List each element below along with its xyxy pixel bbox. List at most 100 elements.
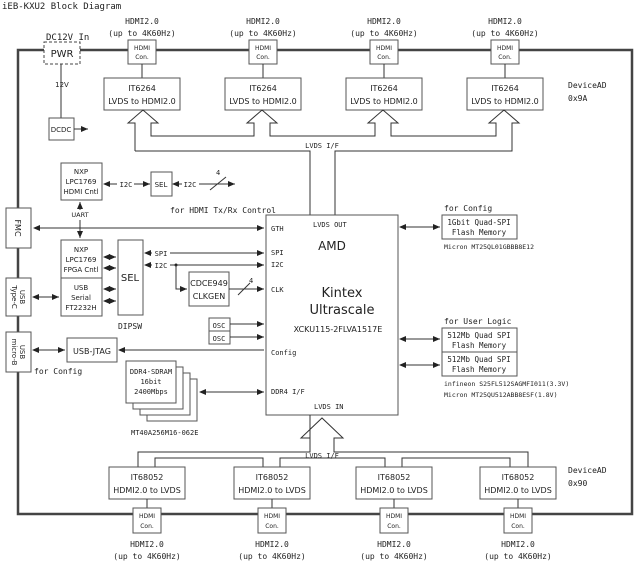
i2c-label-3: I2C	[155, 262, 168, 270]
tx-chip-name: IT6264	[491, 84, 519, 93]
mcu-fpga-box	[60, 239, 103, 279]
lvds-bus-bottom	[137, 415, 529, 469]
rx-chip-desc: HDMI2.0 to LVDS	[484, 486, 552, 495]
usb-serial-box	[60, 277, 103, 317]
pwr-label: PWR	[51, 49, 74, 60]
flash-user-part-1: infineon S25FL512SAGMFI011(3.3V)	[444, 380, 569, 388]
usb-micro-label-2: micro-B	[10, 339, 18, 366]
sel-dipsw-label: SEL	[121, 273, 140, 284]
lvds-bus-top	[126, 109, 521, 216]
rx-hdmi-title: HDMI2.0	[255, 540, 289, 549]
mcu-fpga-line: LPC1769	[66, 256, 97, 264]
rx-chip-box	[355, 466, 433, 500]
clkgen-line: CDCE949	[190, 279, 228, 288]
flash-user-1-line: Flash Memory	[452, 341, 507, 350]
tx-hdmi-title: HDMI2.0	[367, 17, 401, 26]
port-i2c: I2C	[271, 261, 284, 269]
rx-chip-name: IT68052	[378, 473, 411, 482]
rx-device-ad: DeviceAD	[568, 466, 607, 475]
tx-chip-box	[345, 77, 423, 111]
usb-micro-b-connector[interactable]	[5, 331, 32, 373]
tx-hdmi-title: HDMI2.0	[125, 17, 159, 26]
rx-chip-name: IT68052	[502, 473, 535, 482]
rx-hdmi-con-label: Con.	[140, 523, 154, 530]
port-lvds-in: LVDS IN	[314, 403, 344, 411]
flash-config-box	[441, 214, 518, 240]
tx-hdmi-con-label: HDMI	[376, 45, 392, 52]
flash-user-1-line: 512Mb Quad SPI	[447, 331, 510, 340]
lvds-if-bottom-label: LVDS I/F	[305, 452, 339, 460]
flash-user-box-2	[441, 351, 518, 377]
osc-label-2: OSC	[213, 335, 226, 343]
flash-config-part: Micron MT25QL01GBBB8E12	[444, 243, 534, 251]
fpga-family-1: Kintex	[322, 286, 363, 301]
rx-hdmi-con-label: Con.	[511, 523, 525, 530]
rx-hdmi-sub: (up to 4K60Hz)	[360, 552, 427, 561]
tx-hdmi-con-label: HDMI	[255, 45, 271, 52]
usb-jtag-box	[66, 337, 118, 363]
mcu-fpga-line: NXP	[74, 246, 88, 254]
rx-chip-desc: HDMI2.0 to LVDS	[360, 486, 428, 495]
rx-device-ad-value: 0x90	[568, 479, 587, 488]
ddr4-line: 16bit	[140, 378, 161, 386]
sel-i2c-label: SEL	[155, 181, 168, 189]
mcu-hdmi-box	[60, 162, 103, 201]
mcu-hdmi-line: HDMI Cntl	[64, 188, 99, 196]
lvds-if-top-label: LVDS I/F	[305, 142, 339, 150]
flash-user-2-line: 512Mb Quad SPI	[447, 355, 510, 364]
fpga-vendor: AMD	[318, 239, 346, 253]
tx-hdmi-sub: (up to 4K60Hz)	[471, 29, 538, 38]
port-spi: SPI	[271, 249, 284, 257]
port-lvds-out: LVDS OUT	[313, 221, 348, 229]
rx-hdmi-con-label: HDMI	[510, 513, 526, 520]
tx-hdmi-connector[interactable]	[490, 39, 520, 65]
fpga-part-number: XCKU115-2FLVA1517E	[294, 325, 383, 334]
tx-hdmi-connector[interactable]	[369, 39, 399, 65]
rx-hdmi-title: HDMI2.0	[501, 540, 535, 549]
port-clk: CLK	[271, 286, 284, 294]
tx-hdmi-con-label: HDMI	[497, 45, 513, 52]
rx-chip-box	[479, 466, 557, 500]
tx-chip-name: IT6264	[249, 84, 277, 93]
port-gth: GTH	[271, 225, 284, 233]
flash-config-heading: for Config	[444, 204, 492, 213]
rx-hdmi-connector[interactable]	[132, 507, 162, 534]
pwr-box	[43, 41, 81, 65]
tx-chip-desc: LVDS to HDMI2.0	[108, 97, 176, 106]
diagram-title: iEB-KXU2 Block Diagram	[2, 2, 121, 12]
tx-hdmi-connector[interactable]	[127, 39, 157, 65]
dc-in-label: DC12V In	[46, 33, 89, 43]
rx-hdmi-con-label: Con.	[265, 523, 279, 530]
tx-hdmi-con-label: Con.	[135, 54, 149, 61]
port-config: Config	[271, 349, 296, 357]
tx-chip-desc: LVDS to HDMI2.0	[471, 97, 539, 106]
fpga-family-2: Ultrascale	[309, 303, 374, 318]
rx-chip-name: IT68052	[256, 473, 289, 482]
fmc-connector[interactable]	[5, 207, 32, 249]
rx-chip-desc: HDMI2.0 to LVDS	[238, 486, 306, 495]
fmc-label: FMC	[13, 219, 22, 237]
tx-chip-box	[103, 77, 181, 111]
dipsw-label[interactable]: DIPSW	[118, 322, 142, 331]
osc-label-1: OSC	[213, 322, 226, 330]
rx-hdmi-connector[interactable]	[379, 507, 409, 534]
uart-label: UART	[71, 211, 88, 219]
rx-hdmi-connector[interactable]	[503, 507, 533, 534]
port-ddr4: DDR4 I/F	[271, 388, 305, 396]
tx-device-ad-value: 0x9A	[568, 94, 587, 103]
dcdc-label: DCDC	[51, 126, 72, 134]
ddr4-line: DDR4-SDRAM	[130, 368, 172, 376]
clkgen-line: CLKGEN	[193, 292, 226, 301]
fpga-box	[265, 214, 399, 416]
mcu-hdmi-line: NXP	[74, 168, 88, 176]
rx-chip-desc: HDMI2.0 to LVDS	[113, 486, 181, 495]
rx-hdmi-sub: (up to 4K60Hz)	[238, 552, 305, 561]
usb-serial-line: Serial	[71, 294, 91, 302]
ddr4-line: 2400Mbps	[134, 388, 168, 396]
rx-hdmi-connector[interactable]	[257, 507, 287, 534]
tx-device-ad: DeviceAD	[568, 81, 607, 90]
flash-user-part-2: Micron MT25QU512ABB8ESF(1.8V)	[444, 391, 558, 399]
tx-chip-box	[466, 77, 544, 111]
usb-type-c-connector[interactable]	[5, 277, 32, 317]
flash-user-heading: for User Logic	[444, 317, 512, 326]
